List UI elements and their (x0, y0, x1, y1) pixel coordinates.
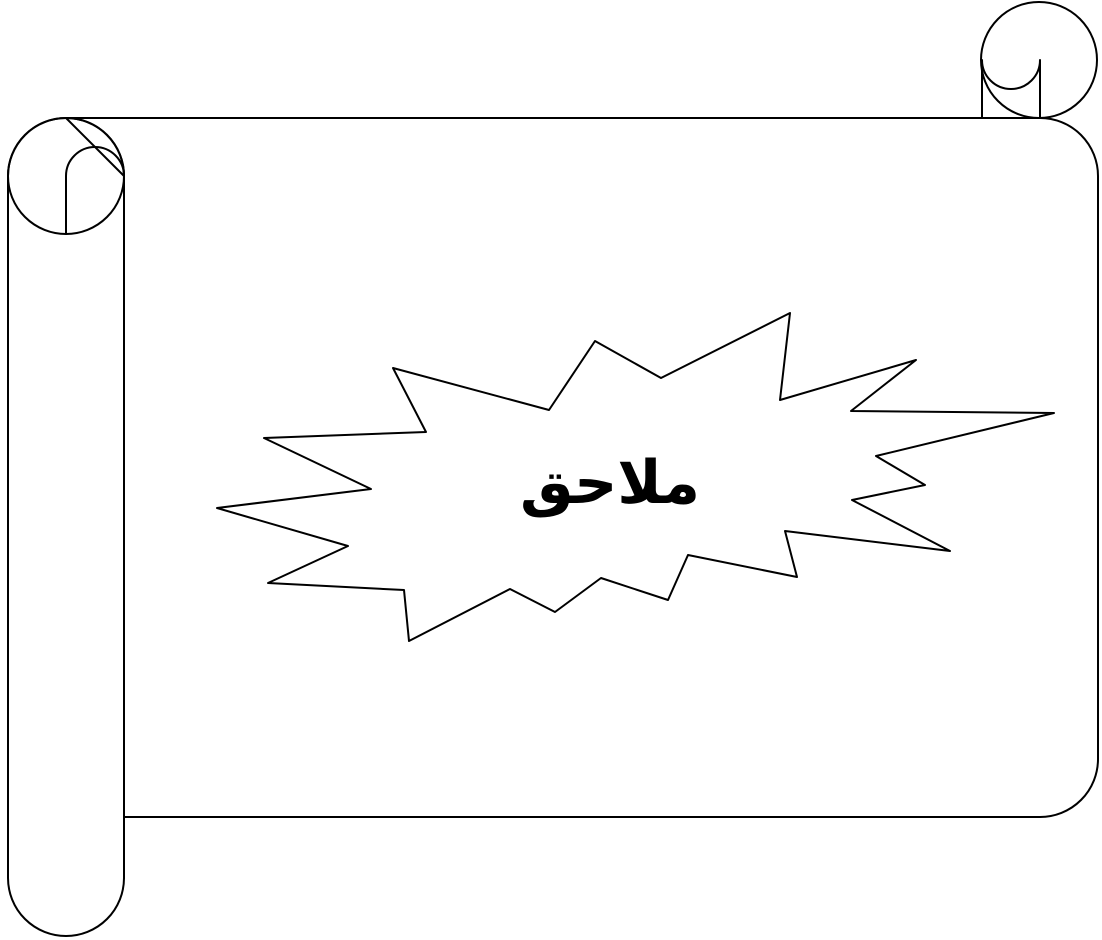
title-text: ملاحق (520, 448, 700, 518)
left-roll (8, 118, 124, 936)
top-right-curl-inner (982, 60, 1040, 118)
left-roll-curl (66, 147, 124, 234)
top-right-curl (981, 2, 1097, 118)
left-roll-body (8, 118, 124, 936)
